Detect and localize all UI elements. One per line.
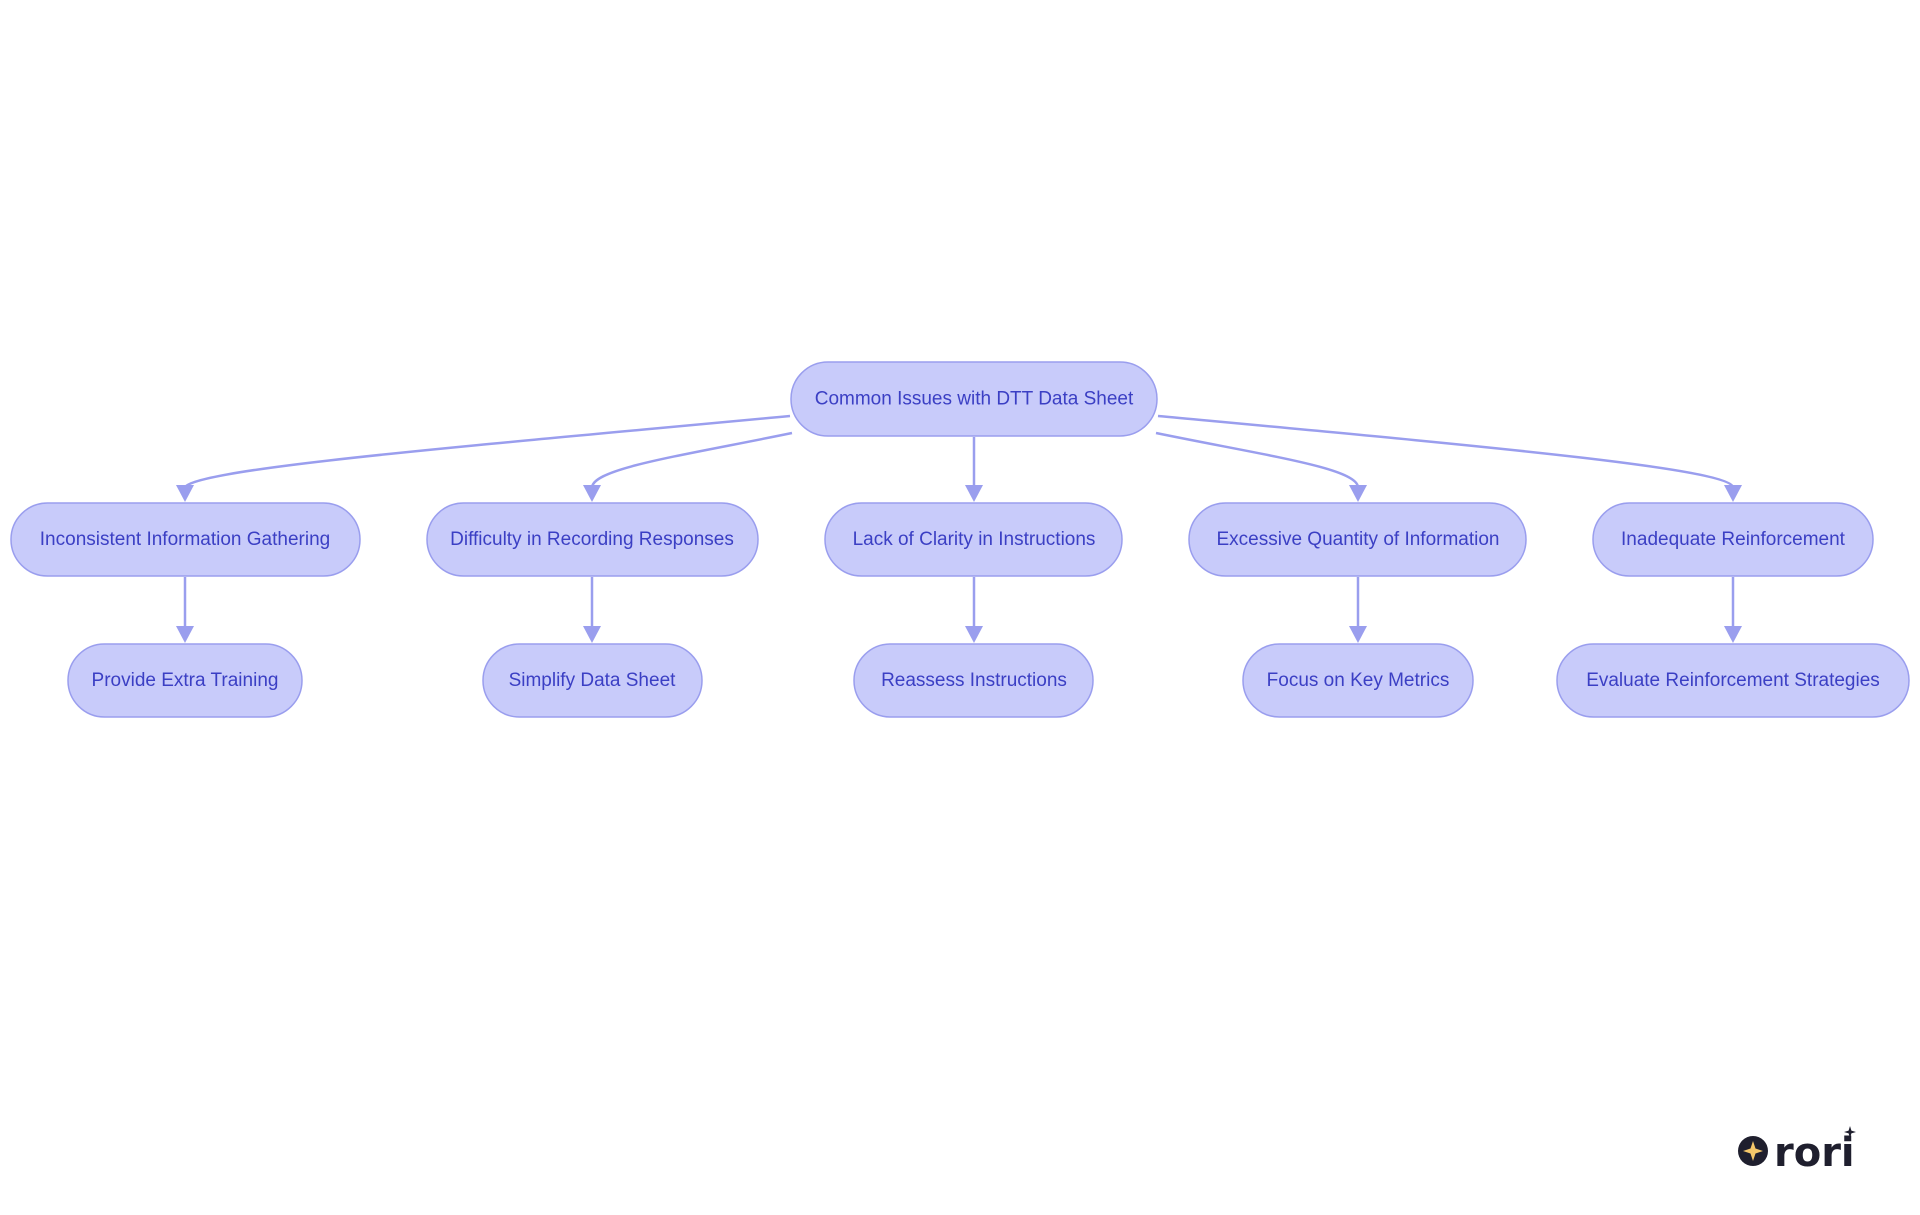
arrowhead-issue-5: [1724, 485, 1742, 502]
sparkle-icon: [1738, 1136, 1768, 1166]
solution-node-4: Focus on Key Metrics: [1242, 643, 1474, 718]
rori-logo: rori: [1738, 1126, 1856, 1170]
arrowhead-solution-1: [176, 626, 194, 643]
issue-node-3-label: Lack of Clarity in Instructions: [853, 529, 1096, 550]
arrowhead-issue-3: [965, 485, 983, 502]
arrowhead-solution-3: [965, 626, 983, 643]
arrowheads: [176, 485, 1742, 643]
root-node-label: Common Issues with DTT Data Sheet: [815, 389, 1134, 410]
arrowhead-issue-2: [583, 485, 601, 502]
issue-node-2: Difficulty in Recording Responses: [426, 502, 759, 577]
svg-text:rori: rori: [1774, 1130, 1855, 1170]
issue-node-3: Lack of Clarity in Instructions: [824, 502, 1123, 577]
edge-root-issue-2: [590, 431, 793, 488]
edges: [183, 414, 1735, 628]
issue-node-5-label: Inadequate Reinforcement: [1621, 529, 1846, 550]
issue-node-1: Inconsistent Information Gathering: [10, 502, 361, 577]
solution-node-2: Simplify Data Sheet: [482, 643, 703, 718]
solution-node-1-label: Provide Extra Training: [92, 670, 279, 691]
issue-node-4-label: Excessive Quantity of Information: [1216, 529, 1499, 550]
arrowhead-issue-1: [176, 485, 194, 502]
arrowhead-solution-2: [583, 626, 601, 643]
root-node: Common Issues with DTT Data Sheet: [790, 361, 1158, 437]
edge-root-issue-1: [184, 414, 791, 488]
solution-node-3-label: Reassess Instructions: [881, 670, 1067, 691]
arrowhead-solution-5: [1724, 626, 1742, 643]
issue-node-5: Inadequate Reinforcement: [1592, 502, 1874, 577]
edge-root-issue-5: [1157, 414, 1735, 488]
arrowhead-solution-4: [1349, 626, 1367, 643]
solution-node-4-label: Focus on Key Metrics: [1267, 670, 1450, 691]
solution-node-1: Provide Extra Training: [67, 643, 303, 718]
arrowhead-issue-4: [1349, 485, 1367, 502]
issue-node-4: Excessive Quantity of Information: [1188, 502, 1527, 577]
edge-root-issue-4: [1155, 431, 1360, 488]
solution-node-5: Evaluate Reinforcement Strategies: [1556, 643, 1910, 718]
solution-node-5-label: Evaluate Reinforcement Strategies: [1586, 670, 1880, 691]
issue-node-1-label: Inconsistent Information Gathering: [40, 529, 330, 550]
issue-node-2-label: Difficulty in Recording Responses: [450, 529, 734, 550]
solution-node-2-label: Simplify Data Sheet: [509, 670, 677, 691]
solution-node-3: Reassess Instructions: [853, 643, 1094, 718]
